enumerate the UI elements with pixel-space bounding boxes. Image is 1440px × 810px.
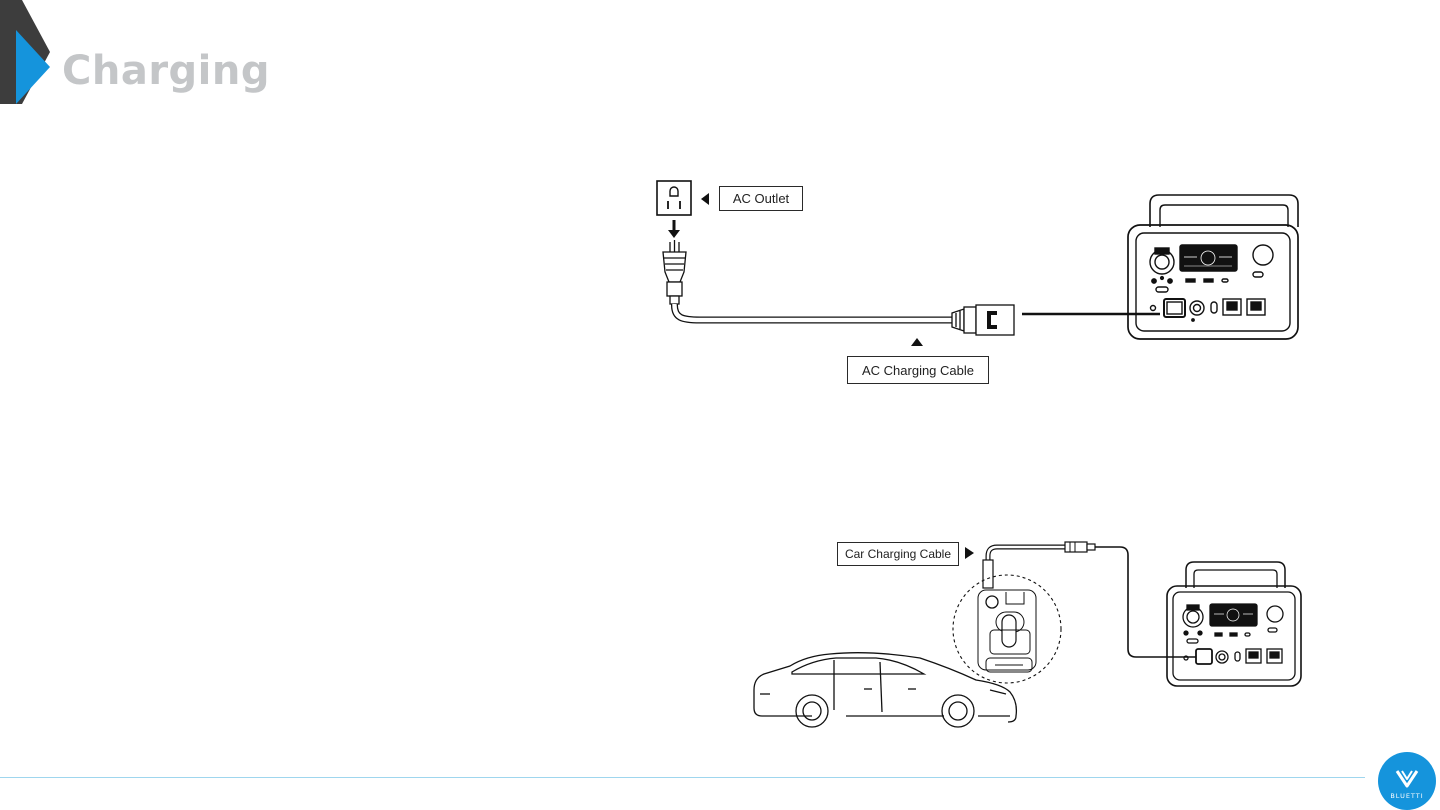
car-socket-zoom-icon xyxy=(953,575,1061,683)
brand-mark-icon xyxy=(1378,752,1436,810)
brand-name: BLUETTI xyxy=(1378,792,1436,800)
brand-logo: BLUETTI xyxy=(1378,752,1436,810)
small-power-station-icon xyxy=(1167,562,1301,686)
footer-divider xyxy=(0,777,1365,778)
car-cable-pointer-icon xyxy=(965,547,974,559)
car-charging-cable-label: Car Charging Cable xyxy=(837,542,959,566)
car-icon xyxy=(754,653,1016,727)
